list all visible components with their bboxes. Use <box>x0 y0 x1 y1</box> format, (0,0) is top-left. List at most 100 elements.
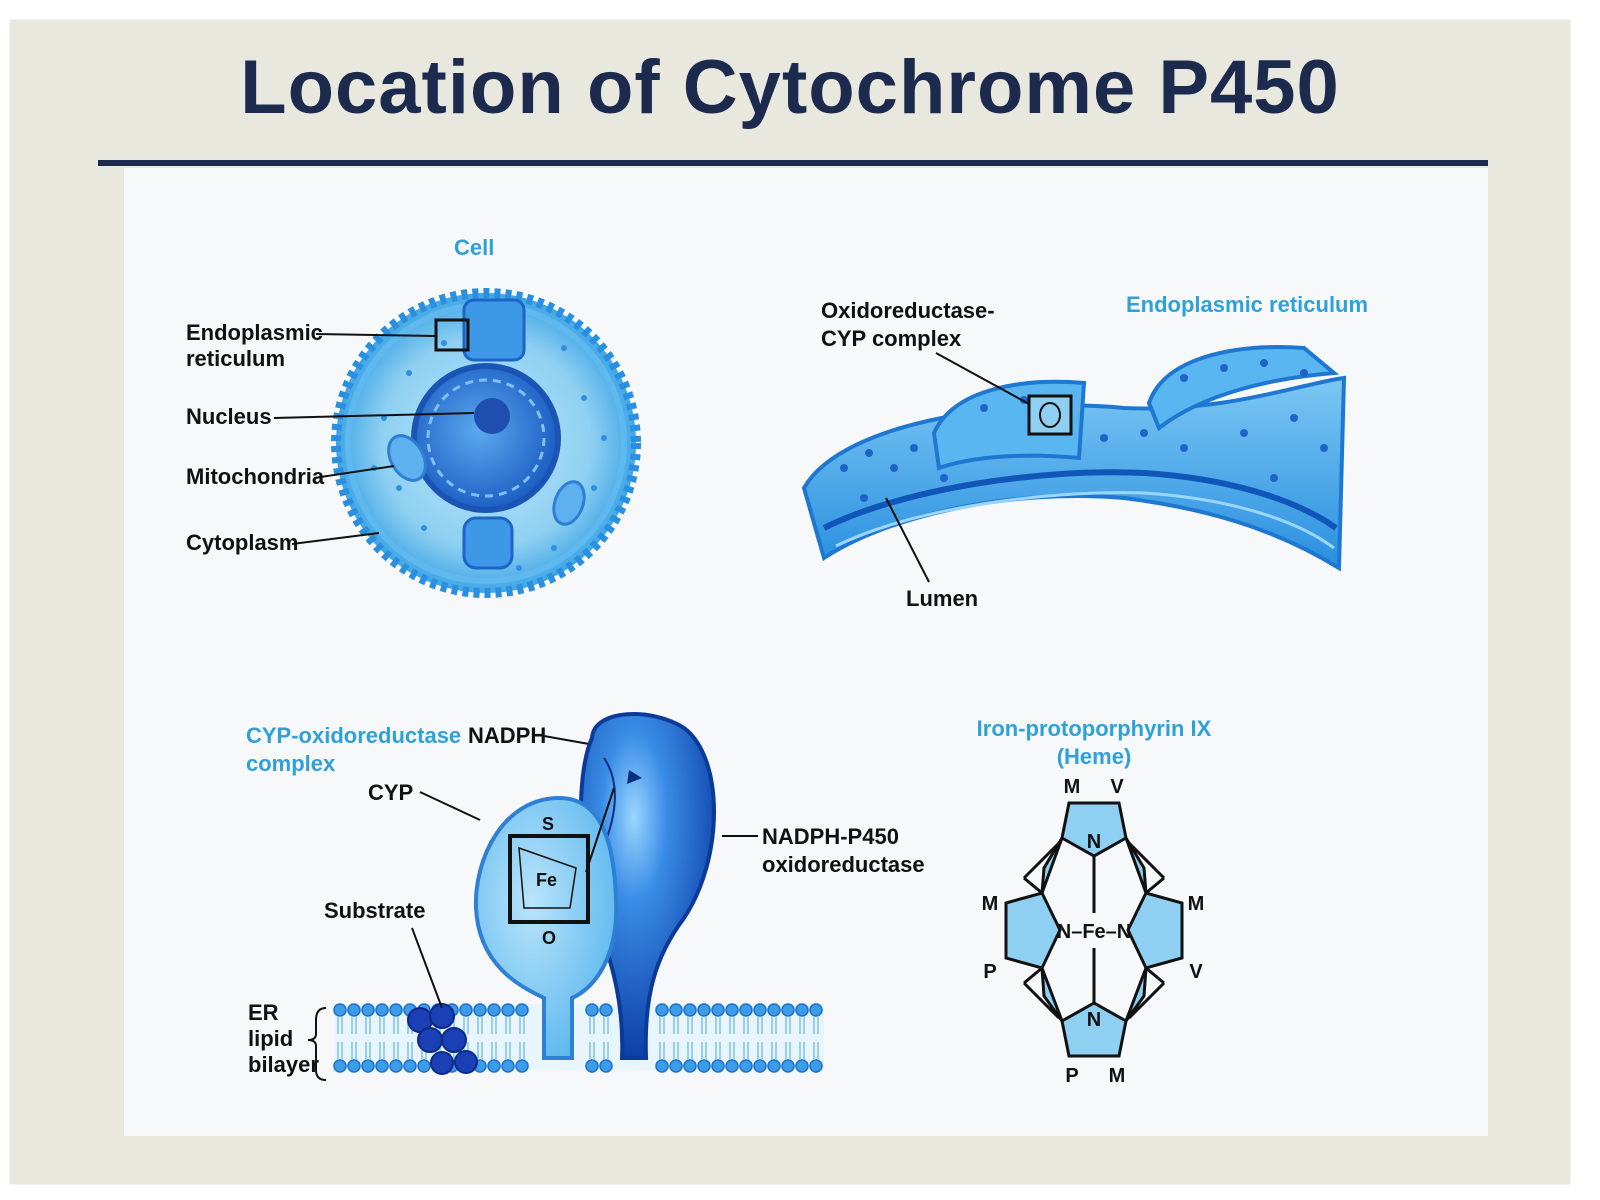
label-fe-center: N–Fe–N <box>1057 921 1131 943</box>
lipid-head <box>725 1003 739 1017</box>
lipid-head <box>683 1003 697 1017</box>
substituent-top-left: M <box>1064 776 1081 798</box>
cell-diagram: Cell Endoplasmic reticulum Nucleus Mitoc… <box>186 235 641 598</box>
substituent-left-upper: M <box>982 893 999 915</box>
heme-box <box>508 834 590 924</box>
label-fe: Fe <box>536 870 557 890</box>
lipid-head <box>515 1003 529 1017</box>
lipid-head <box>711 1059 725 1073</box>
lipid-head <box>669 1003 683 1017</box>
leader-complex <box>935 352 1030 405</box>
lipid-head <box>781 1059 795 1073</box>
label-reductase-line2: oxidoreductase <box>762 852 925 877</box>
lipid-head <box>501 1003 515 1017</box>
label-s: S <box>542 814 554 834</box>
nucleolus <box>474 398 510 434</box>
label-nucleus: Nucleus <box>186 404 272 429</box>
lipid-head <box>753 1059 767 1073</box>
label-er-line2: reticulum <box>186 346 285 371</box>
label-bilayer-line1: ER <box>248 1000 279 1025</box>
lipid-head <box>389 1003 403 1017</box>
er-lumen-channel <box>822 469 1338 531</box>
lipid-head <box>515 1059 529 1073</box>
cytoplasm-dots <box>371 340 607 571</box>
lipid-head <box>585 1003 599 1017</box>
leader-er <box>315 333 437 337</box>
lipid-head <box>655 1059 669 1073</box>
er-diagram: Endoplasmic reticulum Oxidoreductase- CY… <box>801 292 1368 611</box>
lipid-head <box>711 1003 725 1017</box>
heme-caption-line2: (Heme) <box>1057 744 1132 769</box>
figure-panel: Cell Endoplasmic reticulum Nucleus Mitoc… <box>124 168 1488 1136</box>
label-cytoplasm: Cytoplasm <box>186 530 298 555</box>
lipid-head <box>333 1059 347 1073</box>
slide-title: Location of Cytochrome P450 <box>240 45 1340 130</box>
leader-nadph <box>543 735 590 745</box>
leader-cyp <box>419 791 481 821</box>
cyp-complex-diagram: CYP-oxidoreductase complex NADPH CYP Sub… <box>246 712 925 1081</box>
label-er-line1: Endoplasmic <box>186 320 323 345</box>
cell-er-stack <box>462 298 526 362</box>
lipid-head <box>417 1059 431 1073</box>
label-reductase-line1: NADPH-P450 <box>762 824 899 849</box>
lipid-head <box>767 1059 781 1073</box>
lipid-head <box>473 1003 487 1017</box>
lipid-head <box>739 1059 753 1073</box>
lipid-head <box>459 1003 473 1017</box>
lipid-head <box>389 1059 403 1073</box>
complex-caption-line1: CYP-oxidoreductase <box>246 723 461 748</box>
lipid-head <box>809 1003 823 1017</box>
label-n-bottom: N <box>1087 1009 1101 1031</box>
lipid-bilayer <box>333 1003 824 1073</box>
leader-substrate <box>411 927 443 1009</box>
cell-er-lower <box>462 516 514 570</box>
lipid-head <box>487 1003 501 1017</box>
cell-caption: Cell <box>454 235 494 260</box>
leader-mitochondria <box>313 465 395 479</box>
lipid-head <box>669 1059 683 1073</box>
lipid-head <box>697 1003 711 1017</box>
substituent-bottom-right: M <box>1109 1065 1126 1087</box>
lipid-head <box>347 1003 361 1017</box>
label-o: O <box>542 928 556 948</box>
lipid-head <box>361 1003 375 1017</box>
lipid-head <box>487 1059 501 1073</box>
lipid-head <box>375 1059 389 1073</box>
label-bilayer-line2: lipid <box>248 1026 293 1051</box>
lipid-head <box>501 1059 515 1073</box>
leader-nucleus <box>273 412 475 419</box>
nucleus <box>411 363 561 513</box>
label-lumen: Lumen <box>906 586 978 611</box>
substituent-bottom-left: P <box>1065 1065 1078 1087</box>
lipid-head <box>347 1059 361 1073</box>
lipid-head <box>767 1003 781 1017</box>
substituent-right-lower: V <box>1189 961 1203 983</box>
lipid-head <box>655 1003 669 1017</box>
heme-diagram: Iron-protoporphyrin IX (Heme) N N–Fe–N <box>977 716 1212 1087</box>
er-caption: Endoplasmic reticulum <box>1126 292 1368 317</box>
lipid-head <box>697 1059 711 1073</box>
complex-box <box>1027 394 1073 436</box>
leader-cytoplasm <box>291 532 380 545</box>
lipid-head <box>403 1059 417 1073</box>
heme-caption-line1: Iron-protoporphyrin IX <box>977 716 1212 741</box>
label-complex-line2: CYP complex <box>821 326 962 351</box>
mitochondrion <box>552 480 586 526</box>
lipid-head <box>599 1059 613 1073</box>
lipid-head <box>375 1003 389 1017</box>
lipid-head <box>739 1003 753 1017</box>
leader-lumen <box>885 497 930 583</box>
lipid-head <box>333 1003 347 1017</box>
label-complex-line1: Oxidoreductase- <box>821 298 995 323</box>
lipid-head <box>599 1003 613 1017</box>
label-bilayer-line3: bilayer <box>248 1052 319 1077</box>
er-fold <box>1146 345 1340 432</box>
substituent-right-upper: M <box>1188 893 1205 915</box>
label-cyp: CYP <box>368 780 413 805</box>
lipid-head <box>585 1059 599 1073</box>
lipid-head <box>683 1059 697 1073</box>
label-nadph: NADPH <box>468 723 546 748</box>
substituent-top-right: V <box>1110 776 1124 798</box>
substituent-left-lower: P <box>983 961 996 983</box>
label-substrate: Substrate <box>324 898 425 923</box>
